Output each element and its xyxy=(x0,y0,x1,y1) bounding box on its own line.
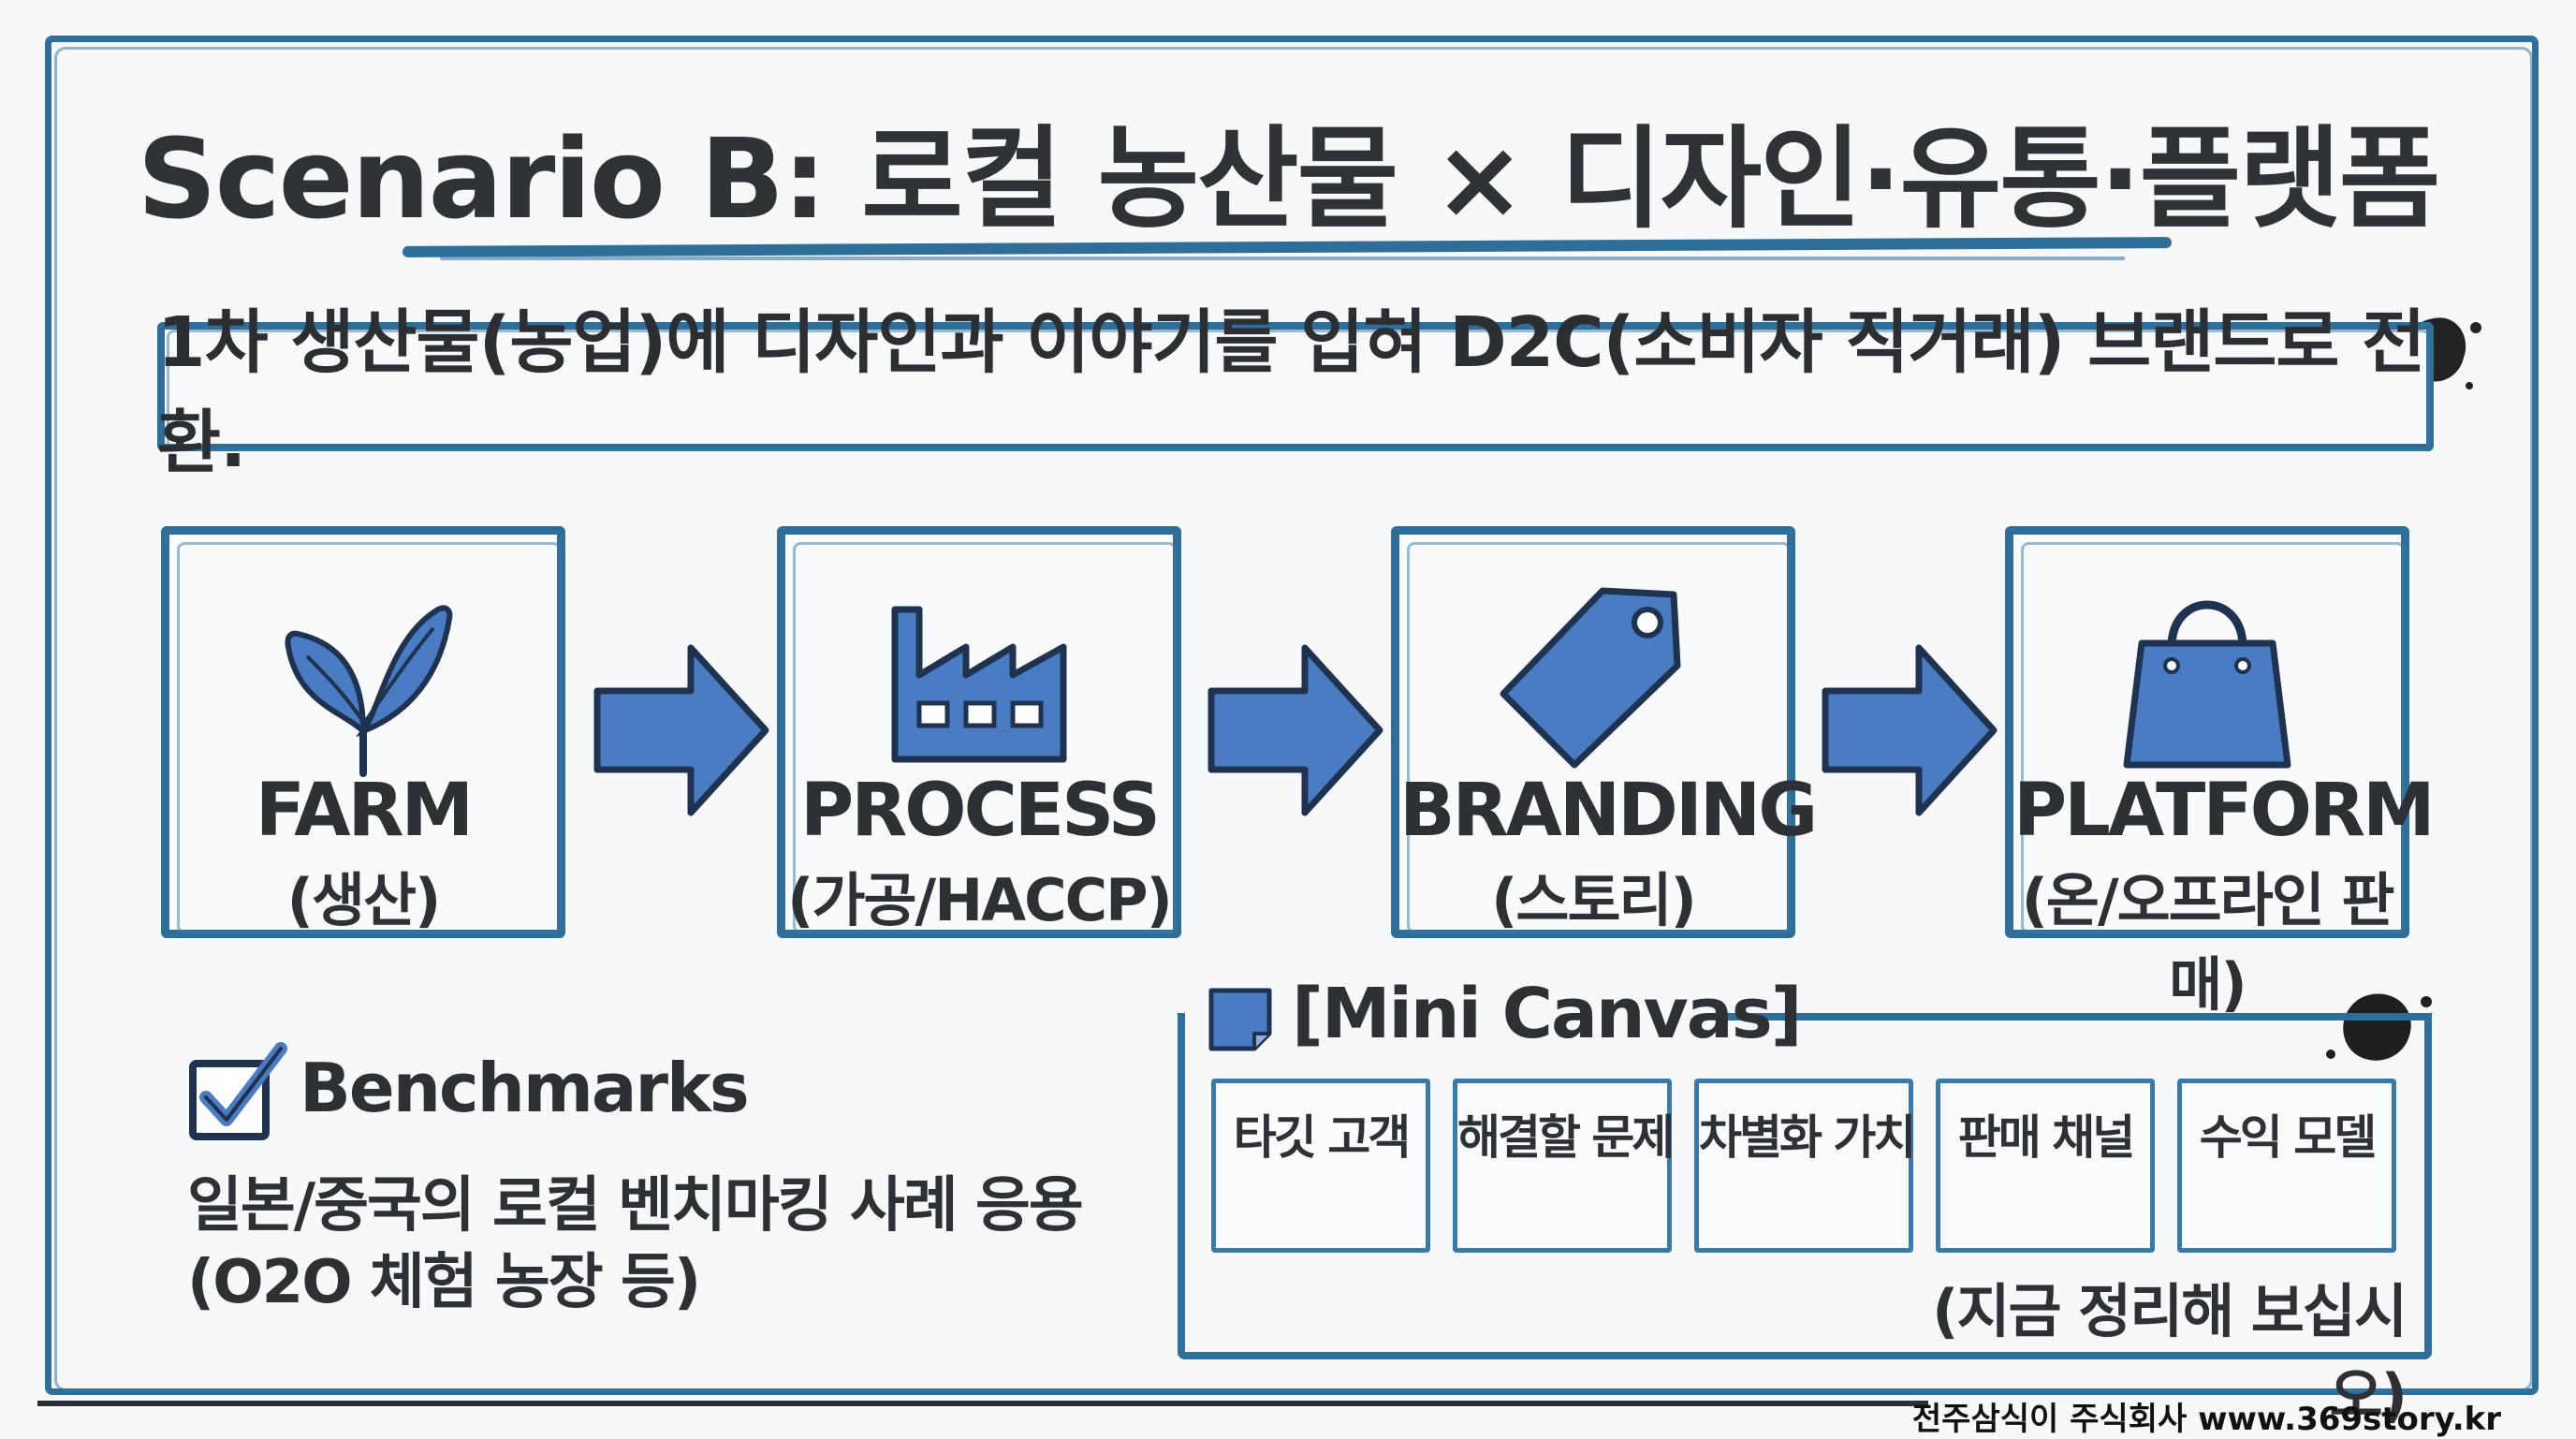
step-process: PROCESS (가공/HACCP) xyxy=(777,526,1181,938)
step-farm-label: FARM xyxy=(255,769,474,853)
canvas-cell-label: 해결할 문제 xyxy=(1457,1110,1675,1165)
step-farm: FARM (생산) xyxy=(161,526,565,938)
subtitle-box-sketch xyxy=(167,330,2430,451)
canvas-cell-target[interactable]: 타깃 고객 xyxy=(1211,1079,1430,1253)
leaf-icon xyxy=(285,605,453,777)
outer-frame-sketch xyxy=(54,47,2533,1391)
benchmarks-title: Benchmarks xyxy=(300,1049,750,1127)
ink-splat-icon xyxy=(2326,993,2432,1061)
canvas-cell-problem[interactable]: 해결할 문제 xyxy=(1453,1079,1675,1253)
mini-canvas-box xyxy=(1178,1013,2432,1359)
canvas-cell-label: 차별화 가치 xyxy=(1699,1110,1916,1165)
mini-canvas-note: (지금 정리해 보십시오) xyxy=(1932,1277,2408,1430)
benchmarks-line-1: 일본/중국의 로컬 벤치마킹 사례 응용 xyxy=(187,1171,1084,1241)
canvas-cell-label: 타깃 고객 xyxy=(1233,1110,1411,1165)
mini-canvas-title: [Mini Canvas] xyxy=(1292,974,1803,1054)
step-platform: PLATFORM (온/오프라인 판매) xyxy=(2005,526,2436,1019)
step-process-label: PROCESS xyxy=(800,769,1161,853)
arrow-right-icon xyxy=(1822,644,1998,816)
step-branding-label: BRANDING xyxy=(1399,769,1818,853)
canvas-cell-label: 수익 모델 xyxy=(2199,1110,2377,1165)
step-farm-sub: (생산) xyxy=(286,866,442,934)
step-process-sub: (가공/HACCP) xyxy=(787,866,1173,934)
canvas-cell-revenue[interactable]: 수익 모델 xyxy=(2177,1079,2396,1253)
arrow-right-icon xyxy=(1208,644,1383,816)
outer-frame xyxy=(45,36,2539,1395)
step-branding: BRANDING (스토리) xyxy=(1391,526,1818,938)
checkbox-checked-icon xyxy=(189,1042,287,1140)
step-branding-sub: (스토리) xyxy=(1491,866,1697,934)
canvas-cell-label: 판매 채널 xyxy=(1957,1110,2135,1165)
tag-icon xyxy=(1500,587,1681,769)
step-platform-sub: (온/오프라인 판매) xyxy=(2021,866,2395,1019)
canvas-cell-value[interactable]: 차별화 가치 xyxy=(1694,1079,1916,1253)
note-icon xyxy=(1208,988,1272,1051)
shopping-bag-icon xyxy=(2123,600,2291,769)
mini-canvas-topline xyxy=(1715,1013,2432,1021)
footer-credit: 전주삼식이 주식회사 www.369story.kr xyxy=(1911,1401,2501,1438)
page-title: Scenario B: 로컬 농산물 × 디자인·유통·플랫폼 xyxy=(137,114,2441,243)
step-platform-label: PLATFORM xyxy=(2013,769,2436,853)
factory-icon xyxy=(891,606,1067,763)
canvas-cell-channel[interactable]: 판매 채널 xyxy=(1936,1079,2155,1253)
bottom-divider xyxy=(37,1401,1928,1406)
title-underline-sketch xyxy=(440,257,2125,260)
arrow-right-icon xyxy=(593,644,769,816)
benchmarks-line-2: (O2O 체험 농장 등) xyxy=(187,1248,701,1317)
subtitle-box xyxy=(157,322,2434,451)
subtitle-text: 1차 생산물(농업)에 디자인과 이야기를 입혀 D2C(소비자 직거래) 브랜… xyxy=(157,302,2425,483)
